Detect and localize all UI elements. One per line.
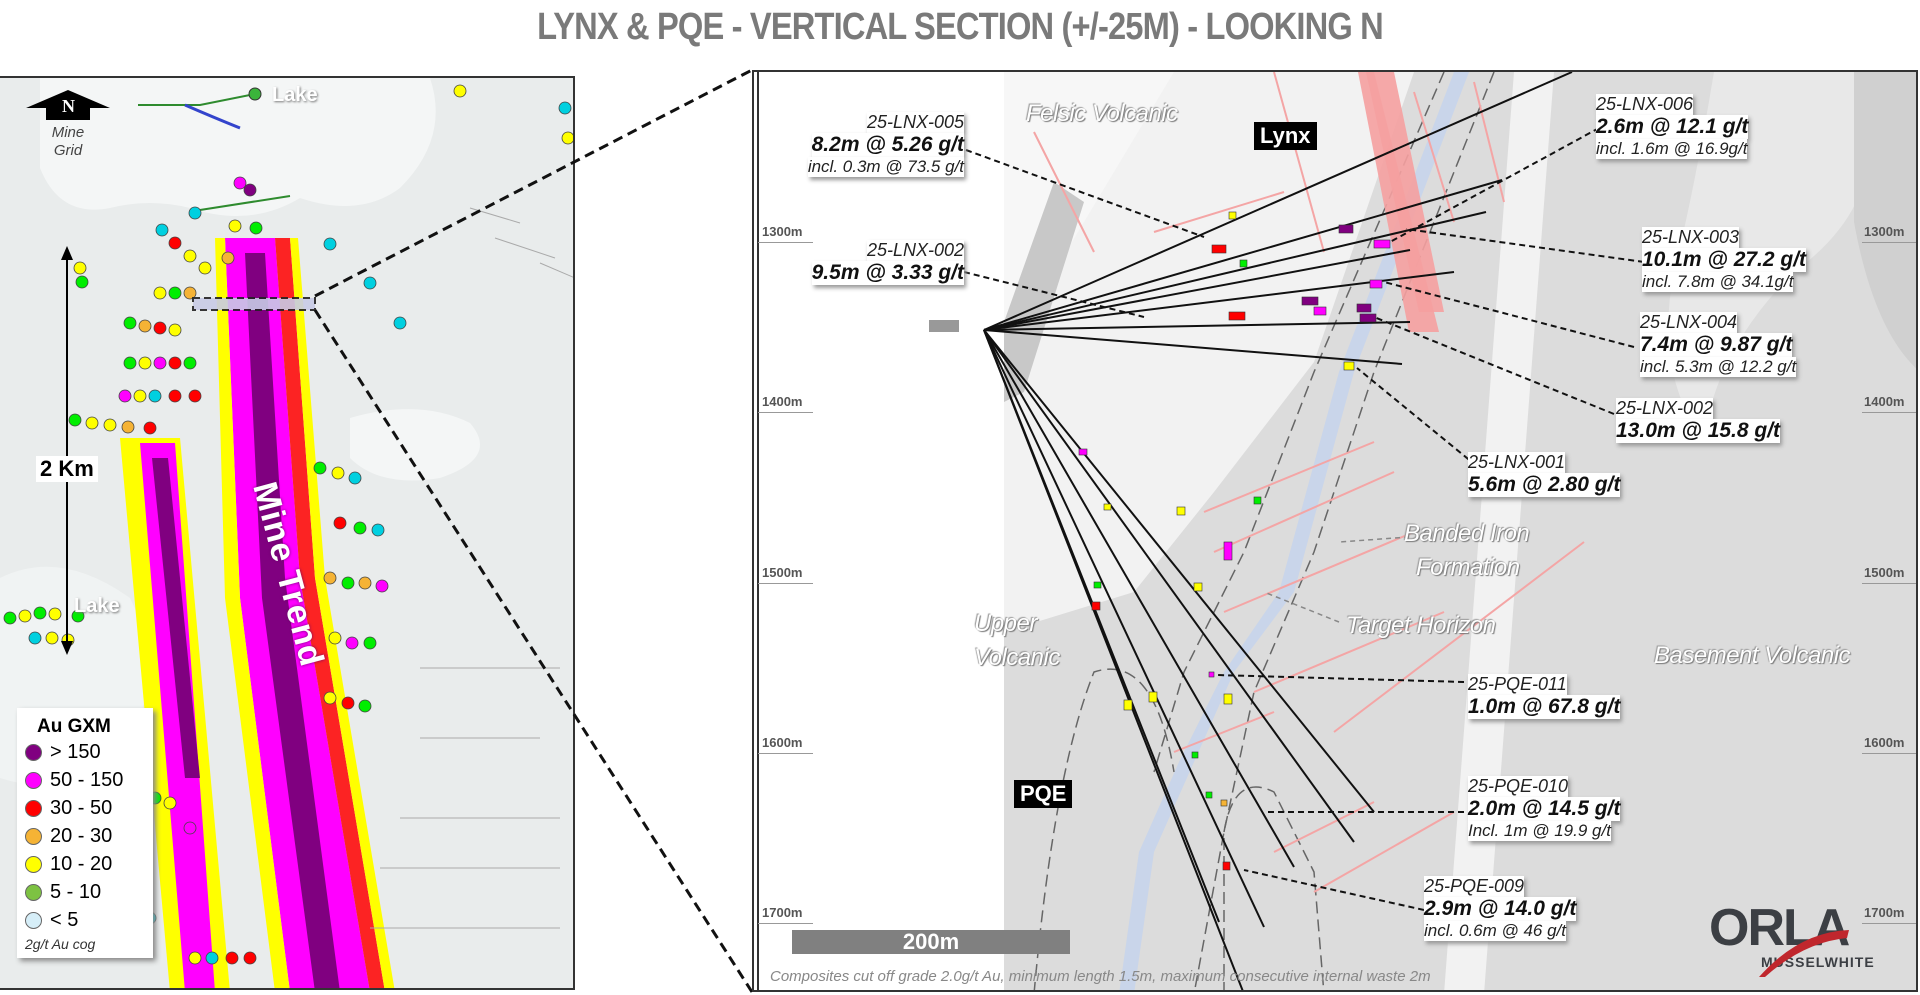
- geology-upper-volcanic-2: Volcanic: [974, 644, 1060, 671]
- logo-swoosh-icon: [1759, 930, 1849, 977]
- figure-title: LYNX & PQE - VERTICAL SECTION (+/-25M) -…: [537, 6, 1384, 48]
- elev-tick: [1862, 753, 1916, 754]
- plan-map: N Mine Grid 2 Km Lake Lake Mine Trend Au…: [0, 76, 575, 990]
- north-caption-1: Mine: [51, 124, 85, 141]
- legend-footnote: 2g/t Au cog: [25, 936, 96, 952]
- callout-25-pqe-010: 25-PQE-010 2.0m @ 14.5 g/t Incl. 1m @ 19…: [1468, 776, 1621, 841]
- geology-basement-volcanic: Basement Volcanic: [1654, 642, 1851, 669]
- north-letter: N: [62, 96, 75, 116]
- legend-item: 50 - 150: [25, 766, 145, 794]
- lake-label-north: Lake: [272, 84, 318, 106]
- orla-musselwhite-logo: ORLA MUSSELWHITE: [1709, 899, 1874, 982]
- legend-item: < 5: [25, 906, 145, 934]
- zone-label-lynx: Lynx: [1254, 122, 1317, 150]
- elev-left-1600: 1600m: [762, 735, 803, 750]
- legend-item: > 150: [25, 738, 145, 766]
- callout-25-lnx-004: 25-LNX-004 7.4m @ 9.87 g/t incl. 5.3m @ …: [1640, 312, 1797, 377]
- legend-dot-icon: [25, 799, 42, 817]
- legend-dot-icon: [25, 827, 42, 845]
- vertical-section: 1300m 1400m 1500m 1600m 1700m 1300m 1400…: [752, 70, 1918, 992]
- elev-right-1600: 1600m: [1864, 735, 1905, 750]
- geology-felsic-volcanic: Felsic Volcanic: [1026, 100, 1178, 127]
- legend-item: 5 - 10: [25, 878, 145, 906]
- elev-tick: [758, 242, 813, 243]
- callout-25-lnx-006: 25-LNX-006 2.6m @ 12.1 g/t incl. 1.6m @ …: [1596, 94, 1749, 159]
- callout-25-pqe-011: 25-PQE-011 1.0m @ 67.8 g/t: [1468, 674, 1621, 719]
- elev-tick: [758, 923, 813, 924]
- elev-left-1500: 1500m: [762, 565, 803, 580]
- lake-label-south: Lake: [74, 595, 120, 617]
- legend-title: Au GXM: [37, 716, 111, 737]
- geology-upper-volcanic-1: Upper: [974, 610, 1037, 637]
- elev-tick: [758, 753, 813, 754]
- legend-dot-icon: [25, 883, 42, 901]
- legend-item: 30 - 50: [25, 794, 145, 822]
- north-caption-2: Grid: [53, 142, 83, 159]
- legend-dot-icon: [25, 911, 42, 929]
- grade-legend: Au GXM > 150 50 - 150 30 - 50 20 - 30 10…: [17, 708, 153, 958]
- elev-tick: [758, 412, 813, 413]
- legend-dot-icon: [25, 771, 42, 789]
- callout-25-lnx-003: 25-LNX-003 10.1m @ 27.2 g/t incl. 7.8m @…: [1642, 227, 1807, 292]
- callout-25-lnx-005: 25-LNX-005 8.2m @ 5.26 g/t incl. 0.3m @ …: [807, 112, 964, 177]
- elev-tick: [1862, 242, 1916, 243]
- zone-label-pqe: PQE: [1014, 780, 1073, 808]
- elev-tick: [1862, 923, 1916, 924]
- geology-banded-iron-2: Formation: [1416, 554, 1520, 581]
- logo-brand: ORLA: [1709, 899, 1850, 957]
- legend-item: 10 - 20: [25, 850, 145, 878]
- legend-dot-icon: [25, 743, 42, 761]
- elev-tick: [758, 583, 813, 584]
- callout-25-lnx-002-b: 25-LNX-002 13.0m @ 15.8 g/t: [1616, 398, 1781, 443]
- elev-right-1500: 1500m: [1864, 565, 1905, 580]
- elev-left-1300: 1300m: [762, 224, 803, 239]
- elev-tick: [1862, 583, 1916, 584]
- elev-left-1700: 1700m: [762, 905, 803, 920]
- legend-item: 20 - 30: [25, 822, 145, 850]
- section-scale-bar: 200m: [792, 930, 1070, 954]
- section-graphics: [757, 72, 1916, 990]
- legend-dot-icon: [25, 855, 42, 873]
- geology-banded-iron-1: Banded Iron: [1404, 520, 1530, 547]
- callout-25-lnx-002-a: 25-LNX-002 9.5m @ 3.33 g/t: [811, 240, 964, 285]
- elev-tick: [1862, 412, 1916, 413]
- elev-left-1400: 1400m: [762, 394, 803, 409]
- callout-25-lnx-001: 25-LNX-001 5.6m @ 2.80 g/t: [1468, 452, 1621, 497]
- composites-footnote: Composites cut off grade 2.0g/t Au, mini…: [770, 968, 1431, 985]
- elev-right-1300: 1300m: [1864, 224, 1905, 239]
- geology-target-horizon: Target Horizon: [1346, 612, 1496, 639]
- scale-label: 2 Km: [36, 456, 98, 482]
- callout-25-pqe-009: 25-PQE-009 2.9m @ 14.0 g/t incl. 0.6m @ …: [1424, 876, 1577, 941]
- north-arrow: N Mine Grid: [26, 96, 110, 160]
- elev-right-1400: 1400m: [1864, 394, 1905, 409]
- elev-right-1700: 1700m: [1864, 905, 1905, 920]
